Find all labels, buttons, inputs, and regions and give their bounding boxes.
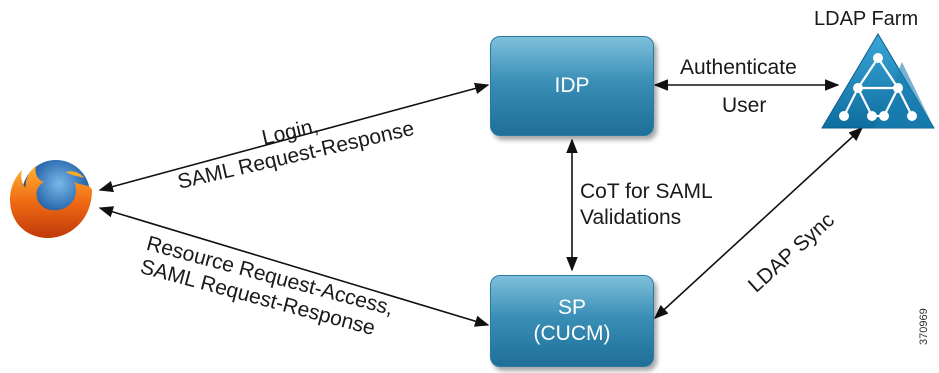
sp-sublabel: (CUCM)	[533, 322, 611, 345]
ldap-farm-icon	[821, 33, 935, 129]
cot-label-line2: Validations	[580, 206, 682, 229]
cot-label-line1: CoT for SAML	[580, 180, 713, 203]
resource-arrow	[98, 206, 490, 327]
figure-id: 370969	[918, 308, 931, 345]
sp-box: SP (CUCM)	[490, 275, 654, 367]
authenticate-label: Authenticate	[680, 56, 797, 79]
firefox-icon	[10, 160, 92, 238]
idp-box: IDP	[490, 36, 654, 136]
idp-label: IDP	[554, 73, 590, 97]
login-arrow	[98, 82, 490, 193]
ldap-farm-label: LDAP Farm	[814, 8, 919, 30]
figure-id-text: 370969	[918, 308, 930, 345]
ldap-sync-arrow	[653, 127, 864, 319]
sp-label: SP	[557, 295, 586, 319]
user-label: User	[722, 94, 767, 117]
